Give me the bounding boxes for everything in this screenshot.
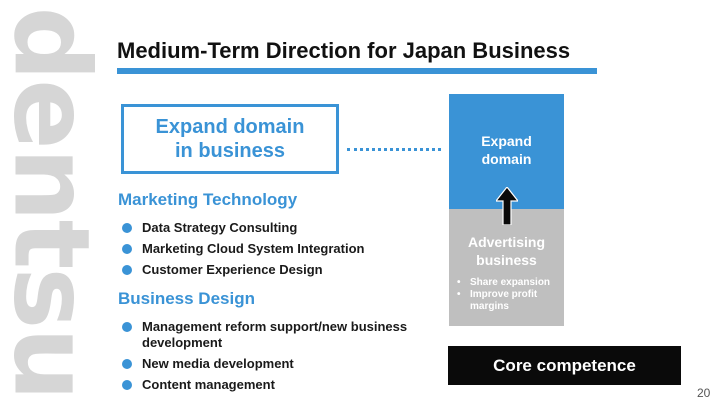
list-item: Content management: [122, 377, 442, 393]
business-design-list: Management reform support/new business d…: [122, 319, 442, 398]
bullet-icon: [122, 265, 132, 275]
section-heading-marketing-technology: Marketing Technology: [118, 190, 298, 209]
list-item: •Improve profit margins: [457, 289, 538, 312]
list-item: Marketing Cloud System Integration: [122, 241, 442, 257]
marketing-technology-list: Data Strategy Consulting Marketing Cloud…: [122, 220, 442, 283]
advertising-business-block: Advertising business •Share expansion •I…: [449, 209, 564, 326]
bullet-icon: [122, 380, 132, 390]
advertising-business-bullets: •Share expansion •Improve profit margins: [455, 277, 564, 313]
list-item: •Share expansion: [457, 277, 551, 288]
page-number: 20: [697, 386, 711, 400]
list-item: Management reform support/new business d…: [122, 319, 442, 351]
bullet-icon: •: [457, 277, 461, 288]
list-item: Data Strategy Consulting: [122, 220, 442, 236]
bullet-icon: [122, 223, 132, 233]
bullet-icon: [122, 359, 132, 369]
bullet-icon: [122, 244, 132, 254]
list-item: New media development: [122, 356, 442, 372]
logo-text: dentsu: [0, 6, 112, 399]
slide-title: Medium-Term Direction for Japan Business: [117, 38, 571, 63]
up-arrow-icon: [496, 187, 518, 225]
expand-domain-label: Expand domain in business: [155, 116, 305, 162]
section-heading-business-design: Business Design: [118, 289, 255, 308]
bullet-icon: •: [457, 289, 461, 300]
core-competence-block: Core competence: [448, 346, 681, 385]
bullet-icon: [122, 322, 132, 332]
expand-domain-box: Expand domain in business: [121, 104, 339, 174]
list-item: Customer Experience Design: [122, 262, 442, 278]
advertising-business-label: Advertising business: [467, 234, 545, 268]
dotted-connector: [347, 148, 441, 151]
title-underline: [117, 68, 597, 74]
expand-domain-block-label: Expand domain: [481, 133, 532, 167]
